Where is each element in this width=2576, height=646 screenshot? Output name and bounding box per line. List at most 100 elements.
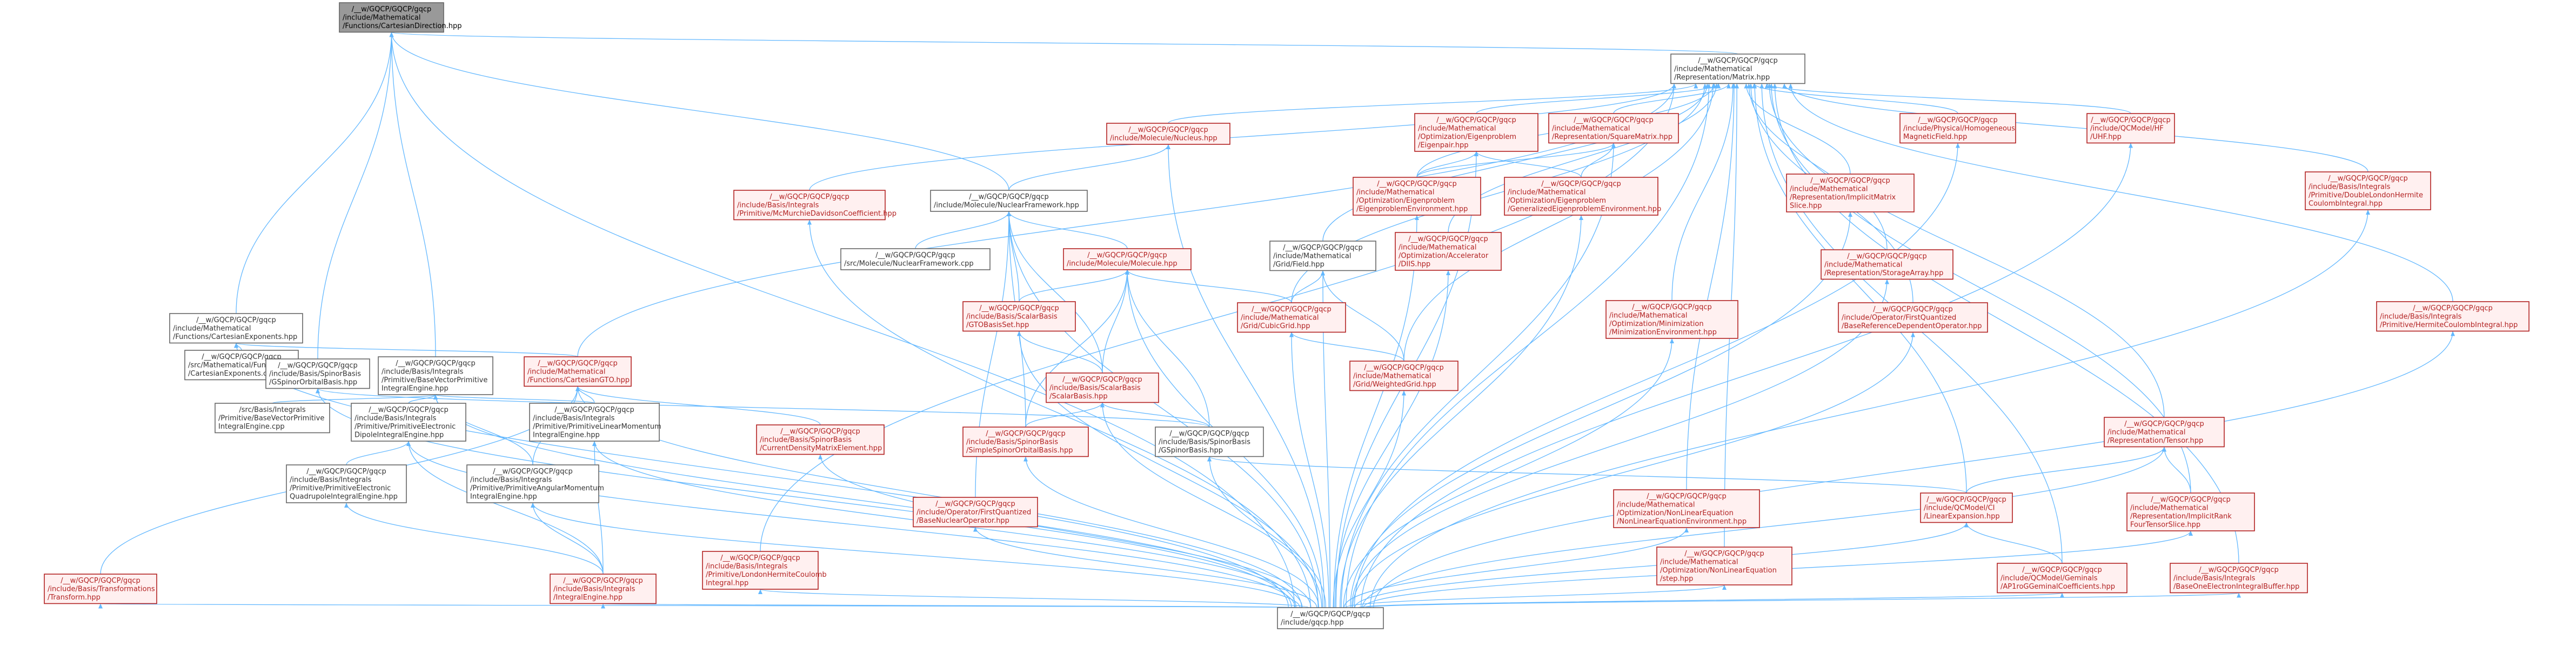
node-label-line: /include/Basis/Integrals — [2380, 313, 2462, 321]
node-label-line: Integral.hpp — [706, 580, 748, 588]
node-linear-expansion[interactable]: /__w/GQCP/GQCP/gqcp/include/QCModel/CI/L… — [1920, 492, 2013, 523]
edge-arrowhead — [1956, 143, 1960, 148]
node-cart-exp-hpp[interactable]: /__w/GQCP/GQCP/gqcp/include/Mathematical… — [169, 313, 303, 344]
node-box — [2305, 171, 2431, 210]
node-label-line: /Optimization/Eigenproblem — [1508, 197, 1606, 205]
node-gen-eigen-env[interactable]: /__w/GQCP/GQCP/gqcp/include/Mathematical… — [1504, 177, 1661, 216]
edge-cart-dir-to-nuclear-framework — [391, 32, 1009, 191]
node-uhf[interactable]: /__w/GQCP/GQCP/gqcp/include/QCModel/HF/U… — [2086, 113, 2175, 144]
node-cubic-grid[interactable]: /__w/GQCP/GQCP/gqcp/include/Mathematical… — [1237, 302, 1346, 333]
edge-prim-elec-dip-to-integral-engine — [408, 441, 604, 575]
node-mcmurchie[interactable]: /__w/GQCP/GQCP/gqcp/include/Basis/Integr… — [733, 190, 896, 221]
edge-cart-dir-to-gqcp — [391, 32, 1295, 608]
node-cart-gto[interactable]: /__w/GQCP/GQCP/gqcp/include/Mathematical… — [524, 356, 632, 387]
node-box — [1548, 113, 1679, 144]
node-label-line: /include/Mathematical — [1790, 185, 1868, 194]
node-gspinor-orbital[interactable]: /__w/GQCP/GQCP/gqcp/include/Basis/Spinor… — [265, 358, 370, 389]
edge-arrowhead — [1759, 83, 1764, 89]
node-minimization-env[interactable]: /__w/GQCP/GQCP/gqcp/include/Mathematical… — [1605, 300, 1738, 339]
node-label-line: /Optimization/NonLinearEquation — [1617, 509, 1734, 517]
node-base-vec-prim-cpp[interactable]: /src/Basis/Integrals/Primitive/BaseVecto… — [215, 403, 330, 434]
node-prim-elec-quad[interactable]: /__w/GQCP/GQCP/gqcp/include/Basis/Integr… — [286, 464, 407, 503]
node-cart-exp-cpp[interactable]: /__w/GQCP/GQCP/gqcp/src/Mathematical/Fun… — [184, 350, 299, 381]
node-gqcp[interactable]: /__w/GQCP/GQCP/gqcp/include/gqcp.hpp — [1277, 607, 1384, 629]
node-hermite-coulomb[interactable]: /__w/GQCP/GQCP/gqcp/include/Basis/Integr… — [2376, 301, 2530, 332]
node-diis[interactable]: /__w/GQCP/GQCP/gqcp/include/Mathematical… — [1395, 232, 1502, 271]
node-square-matrix[interactable]: /__w/GQCP/GQCP/gqcp/include/Mathematical… — [1548, 113, 1679, 144]
node-box — [2126, 492, 2255, 531]
node-box — [1395, 232, 1502, 271]
node-integral-engine[interactable]: /__w/GQCP/GQCP/gqcp/include/Basis/Integr… — [550, 574, 657, 604]
node-label-line: /__w/GQCP/GQCP/gqcp — [1632, 303, 1712, 311]
node-base-vec-prim[interactable]: /__w/GQCP/GQCP/gqcp/include/Basis/Integr… — [378, 356, 493, 395]
edge-arrowhead — [1727, 83, 1731, 89]
node-label-line: /SimpleSpinorOrbitalBasis.hpp — [966, 447, 1073, 455]
node-nonlinear-step[interactable]: /__w/GQCP/GQCP/gqcp/include/Mathematical… — [1656, 547, 1792, 585]
node-cart-dir[interactable]: /__w/GQCP/GQCP/gqcp/include/Mathematical… — [339, 2, 462, 33]
node-ap1rog-coeffs[interactable]: /__w/GQCP/GQCP/gqcp/include/QCModel/Gemi… — [1997, 563, 2127, 594]
node-label-line: /include/Molecule/Nucleus.hpp — [1110, 135, 1217, 143]
node-nonlinear-env[interactable]: /__w/GQCP/GQCP/gqcp/include/Mathematical… — [1613, 489, 1760, 528]
edge-nuclear-framework-to-gqcp — [1008, 211, 1319, 608]
node-prim-elec-dip[interactable]: /__w/GQCP/GQCP/gqcp/include/Basis/Integr… — [351, 403, 466, 442]
node-nuclear-framework-cpp[interactable]: /__w/GQCP/GQCP/gqcp/src/Molecule/Nuclear… — [840, 248, 991, 270]
node-label-line: /__w/GQCP/GQCP/gqcp — [369, 406, 449, 414]
node-nuclear-framework[interactable]: /__w/GQCP/GQCP/gqcp/include/Molecule/Nuc… — [930, 190, 1088, 212]
node-implicit-rank4[interactable]: /__w/GQCP/GQCP/gqcp/include/Mathematical… — [2126, 492, 2255, 531]
node-base-nuclear-op[interactable]: /__w/GQCP/GQCP/gqcp/include/Operator/Fir… — [913, 497, 1038, 528]
edge-scalar-basis-to-gqcp — [1102, 402, 1322, 608]
node-eigenpair[interactable]: /__w/GQCP/GQCP/gqcp/include/Mathematical… — [1414, 113, 1538, 152]
node-box — [1997, 563, 2127, 594]
node-box — [339, 2, 444, 33]
node-london-hermite[interactable]: /__w/GQCP/GQCP/gqcp/include/Basis/Integr… — [702, 551, 827, 590]
node-box — [1504, 177, 1658, 216]
edge-matrix-to-eigenpair — [1476, 83, 1719, 114]
node-weighted-grid[interactable]: /__w/GQCP/GQCP/gqcp/include/Mathematical… — [1349, 361, 1458, 391]
node-prim-ang-mom[interactable]: /__w/GQCP/GQCP/gqcp/include/Basis/Integr… — [466, 464, 604, 503]
edge-mcmurchie-to-gqcp — [809, 219, 1311, 608]
node-label-line: /include/Molecule/Molecule.hpp — [1067, 260, 1177, 268]
edge-cart-exp-hpp-to-gqcp — [236, 343, 1289, 608]
node-current-density[interactable]: /__w/GQCP/GQCP/gqcp/include/Basis/Spinor… — [756, 424, 885, 455]
node-homogeneous-field[interactable]: /__w/GQCP/GQCP/gqcp/include/Physical/Hom… — [1899, 113, 2016, 144]
node-label-line: /include/Basis/Integrals — [354, 415, 437, 423]
node-label-line: /MinimizationEnvironment.hpp — [1609, 329, 1717, 337]
node-one-electron-buffer[interactable]: /__w/GQCP/GQCP/gqcp/include/Basis/Integr… — [2170, 563, 2308, 594]
edge-arrowhead — [1446, 270, 1450, 275]
edge-scalar-basis-to-simple-spinor — [1025, 402, 1103, 428]
edge-arrowhead — [1321, 270, 1325, 276]
node-box — [962, 301, 1076, 332]
node-label-line: /include/QCModel/HF — [2090, 125, 2164, 133]
node-label-line: /__w/GQCP/GQCP/gqcp — [1062, 376, 1142, 384]
node-molecule[interactable]: /__w/GQCP/GQCP/gqcp/include/Molecule/Mol… — [1063, 248, 1192, 270]
node-tensor[interactable]: /__w/GQCP/GQCP/gqcp/include/Mathematical… — [2104, 417, 2225, 448]
node-grid-field[interactable]: /__w/GQCP/GQCP/gqcp/include/Mathematical… — [1269, 241, 1376, 271]
node-scalar-basis[interactable]: /__w/GQCP/GQCP/gqcp/include/Basis/Scalar… — [1046, 372, 1159, 403]
node-label-line: /__w/GQCP/GQCP/gqcp — [2151, 496, 2231, 504]
node-eigen-env[interactable]: /__w/GQCP/GQCP/gqcp/include/Mathematical… — [1353, 177, 1481, 216]
node-label-line: /Functions/CartesianExponents.hpp — [173, 333, 297, 341]
edge-arrowhead — [1684, 528, 1689, 532]
edge-arrowhead — [98, 603, 103, 609]
edge-matrix-to-london-hermite — [760, 83, 1675, 552]
edge-matrix-to-minimization-env — [1671, 83, 1734, 301]
edge-arrowhead — [1748, 83, 1753, 89]
node-label-line: /Primitive/HermiteCoulombIntegral.hpp — [2380, 321, 2518, 329]
node-storage-array[interactable]: /__w/GQCP/GQCP/gqcp/include/Mathematical… — [1821, 249, 1953, 280]
node-label-line: /include/Mathematical — [1418, 125, 1496, 133]
node-implicit-matrix-slice[interactable]: /__w/GQCP/GQCP/gqcp/include/Mathematical… — [1786, 174, 1915, 212]
node-matrix[interactable]: /__w/GQCP/GQCP/gqcp/include/Mathematical… — [1670, 54, 1805, 84]
edge-arrowhead — [1712, 83, 1717, 89]
node-label-line: IntegralEngine.cpp — [218, 423, 285, 431]
node-nucleus[interactable]: /__w/GQCP/GQCP/gqcp/include/Molecule/Nuc… — [1106, 123, 1230, 145]
node-simple-spinor[interactable]: /__w/GQCP/GQCP/gqcp/include/Basis/Spinor… — [962, 427, 1089, 457]
node-label-line: /step.hpp — [1660, 575, 1693, 583]
node-prim-lin-mom[interactable]: /__w/GQCP/GQCP/gqcp/include/Basis/Integr… — [529, 403, 661, 442]
node-double-london[interactable]: /__w/GQCP/GQCP/gqcp/include/Basis/Integr… — [2305, 171, 2431, 210]
node-transform[interactable]: /__w/GQCP/GQCP/gqcp/include/Basis/Transf… — [44, 574, 157, 604]
edge-uhf-to-gqcp — [1361, 143, 2131, 608]
node-gto-shell[interactable]: /__w/GQCP/GQCP/gqcp/include/Basis/Scalar… — [962, 301, 1076, 332]
node-box — [1046, 372, 1159, 403]
node-gspinor-basis[interactable]: /__w/GQCP/GQCP/gqcp/include/Basis/Spinor… — [1155, 427, 1264, 457]
node-base-ref-dep-op[interactable]: /__w/GQCP/GQCP/gqcp/include/Operator/Fir… — [1838, 302, 1988, 333]
